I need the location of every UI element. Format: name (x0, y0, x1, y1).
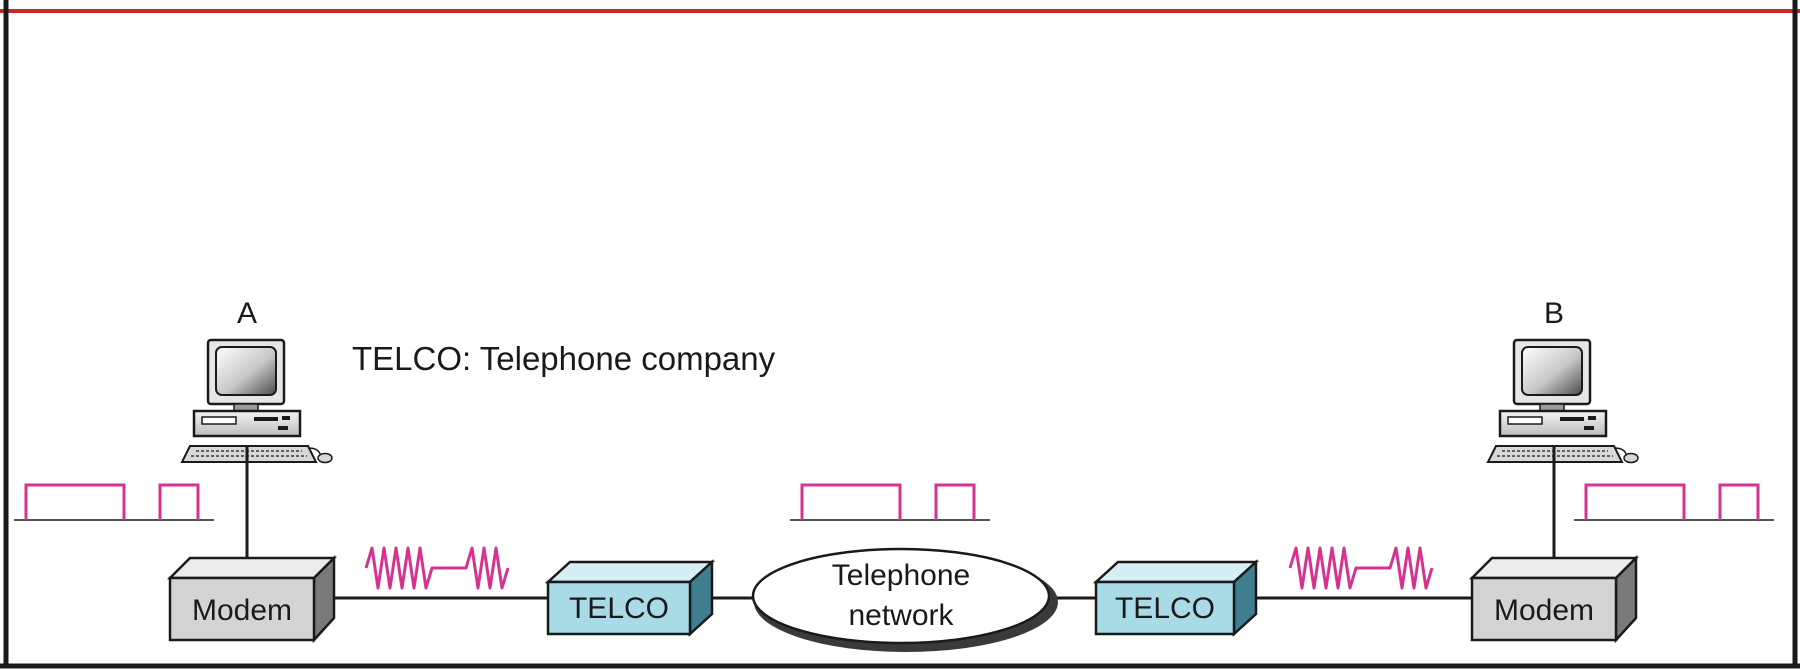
modem-b: Modem (1468, 554, 1640, 644)
station-b: B Modem (1468, 297, 1640, 644)
modem-a: Modem (166, 554, 338, 644)
computer-b-icon (1486, 338, 1640, 464)
analog-signal-left (364, 546, 510, 590)
legend-text: TELCO: Telephone company (352, 340, 776, 377)
telco-left-label: TELCO (569, 592, 669, 625)
digital-signal-a (12, 483, 216, 522)
network-label-line1: Telephone (832, 559, 970, 592)
analog-signal-right (1288, 546, 1434, 590)
telephone-network: Telephone network (751, 547, 1058, 652)
modem-b-label: Modem (1494, 594, 1594, 627)
digital-signal-network (788, 483, 992, 522)
telco-left: TELCO (544, 559, 716, 637)
telco-right-label: TELCO (1115, 592, 1215, 625)
station-b-label: B (1544, 297, 1564, 330)
digital-signal-b (1572, 483, 1776, 522)
computer-a-icon (180, 338, 334, 464)
network-label-line2: network (848, 599, 954, 632)
station-a-label: A (237, 297, 257, 330)
station-a: A Modem (166, 297, 338, 644)
modem-a-label: Modem (192, 594, 292, 627)
telco-right: TELCO (1092, 559, 1260, 637)
